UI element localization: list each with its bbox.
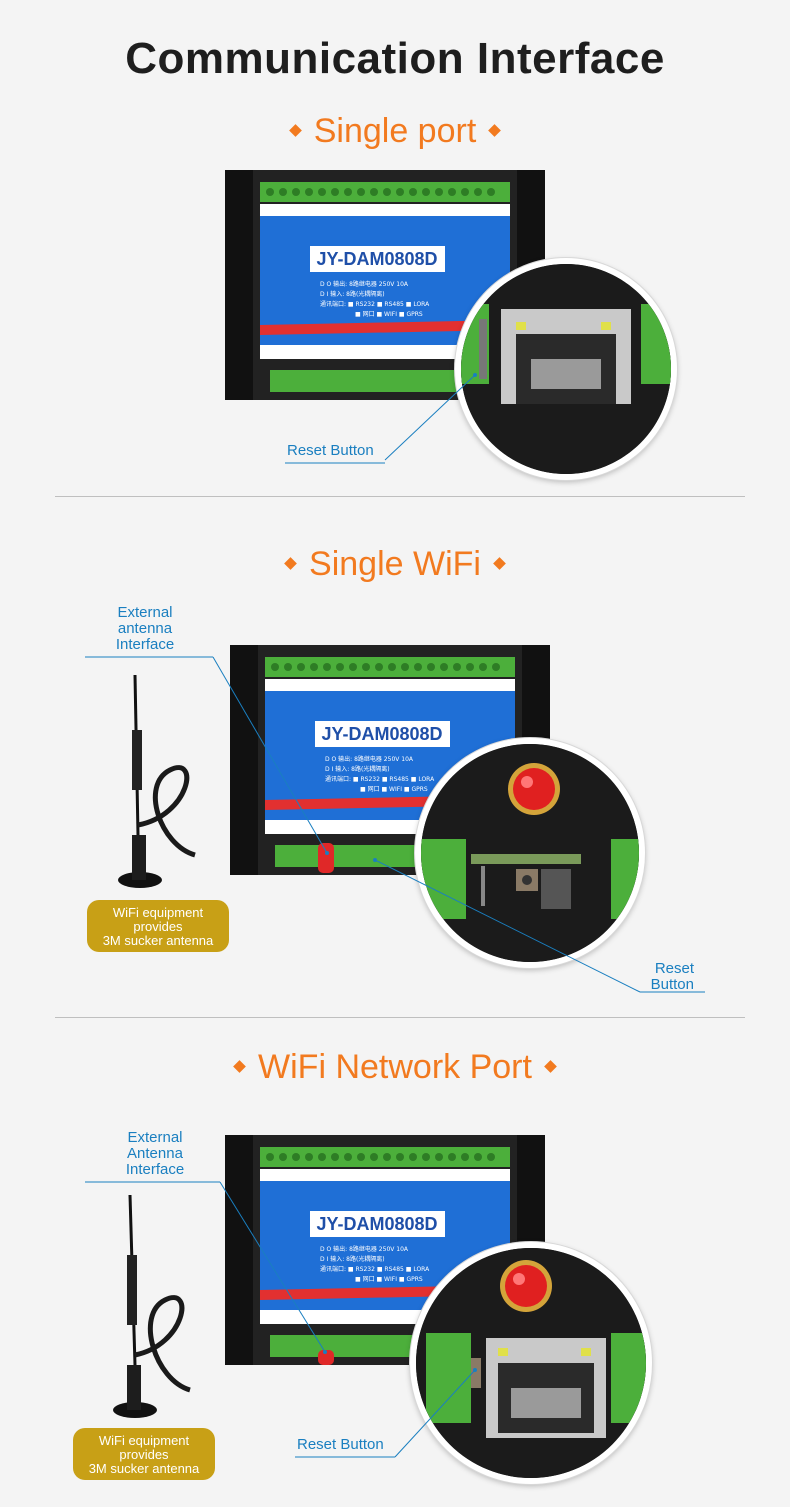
reset-label-line-1: Reset	[654, 960, 694, 977]
wifi-ethernet-closeup	[416, 1248, 646, 1478]
device-spec-comm: 通讯端口: ■ RS232 ■ RS485 ■ LORA	[320, 300, 430, 308]
device-spec-do: D O 输出: 8路继电器 250V 10A	[320, 280, 409, 288]
device-spec-comm: 通讯端口: ■ RS232 ■ RS485 ■ LORA	[320, 1265, 430, 1273]
device-spec-comm: 通讯端口: ■ RS232 ■ RS485 ■ LORA	[325, 775, 435, 783]
device-spec-di: D I 输入: 8路(光耦隔离)	[320, 290, 385, 298]
badge-line-1: WiFi equipment	[112, 905, 204, 920]
section-title-text: Single WiFi	[309, 545, 481, 583]
device-spec-comm2: ■ 网口 ■ WIFI ■ GPRS	[355, 1276, 423, 1283]
antenna-label-line-2: antenna	[117, 620, 173, 637]
diamond-icon	[233, 1059, 246, 1073]
device-model-label: JY-DAM0808D	[316, 249, 437, 269]
diamond-icon	[488, 123, 502, 137]
section-title-single-wifi: Single WiFi	[0, 545, 790, 584]
diamond-icon	[288, 123, 302, 137]
reset-pointer-line	[373, 858, 705, 993]
badge-line-2: provides	[119, 1447, 169, 1462]
antenna-interface-label: External antenna Interface	[105, 605, 185, 653]
reset-button-label: Reset Button	[620, 961, 694, 993]
section-divider	[55, 496, 745, 497]
antenna-info-badge: WiFi equipment provides 3M sucker antenn…	[87, 900, 229, 952]
badge-line-3: 3M sucker antenna	[88, 1461, 200, 1476]
diamond-icon	[493, 556, 506, 570]
zoom-circle-wifi-ethernet	[410, 1242, 652, 1484]
reset-underline	[285, 462, 385, 464]
diamond-icon	[284, 556, 297, 570]
device-spec-di: D I 输入: 8路(光耦隔离)	[325, 765, 390, 773]
reset-button-label: Reset Button	[297, 1436, 384, 1453]
badge-line-1: WiFi equipment	[98, 1433, 190, 1448]
device-spec-comm2: ■ 网口 ■ WIFI ■ GPRS	[360, 786, 428, 793]
zoom-circle-ethernet	[455, 258, 677, 480]
antenna-interface-label: External Antenna Interface	[115, 1130, 195, 1178]
antenna-illustration	[118, 675, 196, 888]
badge-line-2: provides	[133, 919, 183, 934]
section-title-single-port: Single port	[0, 112, 790, 151]
page-title: Communication Interface	[125, 34, 665, 83]
antenna-pointer-line	[85, 1181, 327, 1354]
antenna-label-line-3: Interface	[125, 1161, 185, 1178]
zoom-circle-wifi-reset	[415, 738, 645, 968]
antenna-pointer-line	[85, 656, 329, 855]
device-spec-comm2: ■ 网口 ■ WIFI ■ GPRS	[355, 311, 423, 318]
section-title-wifi-network-port: WiFi Network Port	[0, 1048, 790, 1087]
device-spec-do: D O 输出: 8路继电器 250V 10A	[320, 1245, 409, 1253]
antenna-label-line-2: Antenna	[127, 1145, 183, 1162]
antenna-illustration	[113, 1195, 191, 1418]
badge-line-3: 3M sucker antenna	[102, 933, 214, 948]
antenna-label-line-3: Interface	[115, 636, 175, 653]
section-title-text: WiFi Network Port	[258, 1048, 532, 1086]
device-spec-do: D O 输出: 8路继电器 250V 10A	[325, 755, 414, 763]
ethernet-port-closeup	[461, 264, 671, 474]
device-image: JY-DAM0808D D O 输出: 8路继电器 250V 10A D I 输…	[225, 170, 545, 400]
device-spec-di: D I 输入: 8路(光耦隔离)	[320, 1255, 385, 1263]
wifi-reset-closeup	[421, 744, 639, 962]
relay-module-illustration: JY-DAM0808D D O 输出: 8路继电器 250V 10A D I 输…	[225, 170, 545, 400]
antenna-info-badge: WiFi equipment provides 3M sucker antenn…	[73, 1428, 215, 1480]
antenna-label-line-1: External	[127, 1129, 183, 1146]
antenna-label-line-1: External	[117, 604, 173, 621]
reset-pointer-line	[295, 1368, 477, 1458]
reset-pointer-line	[384, 373, 477, 461]
reset-label-line-2: Button	[650, 976, 694, 993]
reset-button-label: Reset Button	[287, 442, 374, 459]
device-model-label: JY-DAM0808D	[316, 1214, 437, 1234]
section-divider	[55, 1017, 745, 1018]
device-model-label: JY-DAM0808D	[321, 724, 442, 744]
diamond-icon	[544, 1059, 557, 1073]
section-title-text: Single port	[313, 112, 477, 150]
